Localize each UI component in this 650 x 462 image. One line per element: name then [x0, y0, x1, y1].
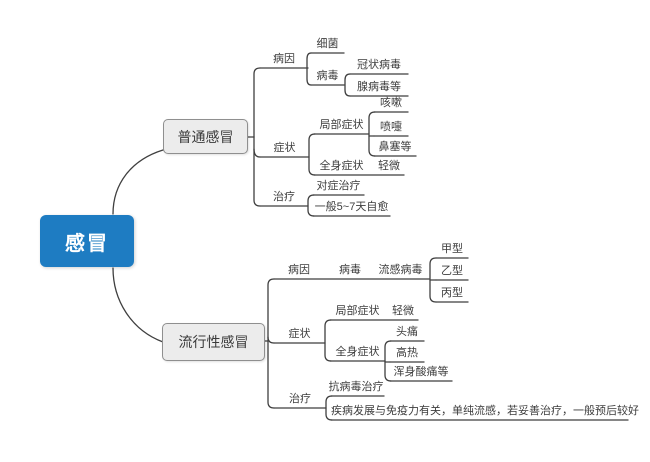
topic-flu-body-aches[interactable]: 浑身酸痛等 [393, 366, 449, 378]
topic-flu-symptoms[interactable]: 症状 [288, 328, 311, 340]
topic-flu-type-b[interactable]: 乙型 [441, 265, 463, 277]
topic-cc-treatment[interactable]: 治疗 [273, 191, 295, 203]
topic-flu-treatment[interactable]: 治疗 [289, 393, 311, 405]
topic-cc-cause[interactable]: 病因 [273, 53, 295, 65]
topic-cc-cough[interactable]: 咳嗽 [380, 97, 402, 109]
topic-flu-mild[interactable]: 轻微 [392, 305, 414, 317]
topic-cc-adenovirus[interactable]: 腺病毒等 [357, 81, 401, 93]
topic-cc-sneeze[interactable]: 喷嚏 [380, 121, 402, 133]
topic-cc-systemic-symptoms[interactable]: 全身症状 [319, 160, 364, 172]
branch-common-cold[interactable]: 普通感冒 [163, 119, 248, 154]
topic-cc-symptoms[interactable]: 症状 [273, 142, 296, 154]
topic-cc-mild[interactable]: 轻微 [378, 160, 400, 172]
topic-flu-virus[interactable]: 病毒 [339, 264, 361, 276]
topic-cc-symptomatic-treatment[interactable]: 对症治疗 [316, 180, 361, 192]
topic-flu-type-a[interactable]: 甲型 [441, 243, 463, 255]
topic-cc-local-symptoms[interactable]: 局部症状 [319, 119, 364, 131]
topic-flu-type-c[interactable]: 丙型 [441, 287, 463, 299]
topic-cc-virus[interactable]: 病毒 [316, 70, 339, 82]
topic-flu-local-symptoms[interactable]: 局部症状 [335, 305, 380, 317]
root-topic[interactable]: 感冒 [40, 215, 134, 267]
topic-flu-systemic-symptoms[interactable]: 全身症状 [335, 346, 380, 358]
topic-flu-headache[interactable]: 头痛 [396, 326, 418, 338]
topic-flu-high-fever[interactable]: 高热 [396, 347, 418, 359]
topic-cc-nasal-congestion[interactable]: 鼻塞等 [378, 141, 412, 153]
topic-flu-antiviral-treatment[interactable]: 抗病毒治疗 [328, 381, 384, 393]
branch-influenza[interactable]: 流行性感冒 [162, 323, 265, 361]
topic-flu-prognosis[interactable]: 疾病发展与免疫力有关，单纯流感，若妥善治疗，一般预后较好 [331, 405, 639, 417]
topic-cc-coronavirus[interactable]: 冠状病毒 [357, 59, 401, 71]
topic-cc-self-heal[interactable]: 一般5~7天自愈 [314, 201, 389, 213]
topic-cc-bacteria[interactable]: 细菌 [316, 38, 339, 50]
topic-flu-cause[interactable]: 病因 [288, 264, 310, 276]
topic-flu-influenza-virus[interactable]: 流感病毒 [378, 264, 423, 276]
